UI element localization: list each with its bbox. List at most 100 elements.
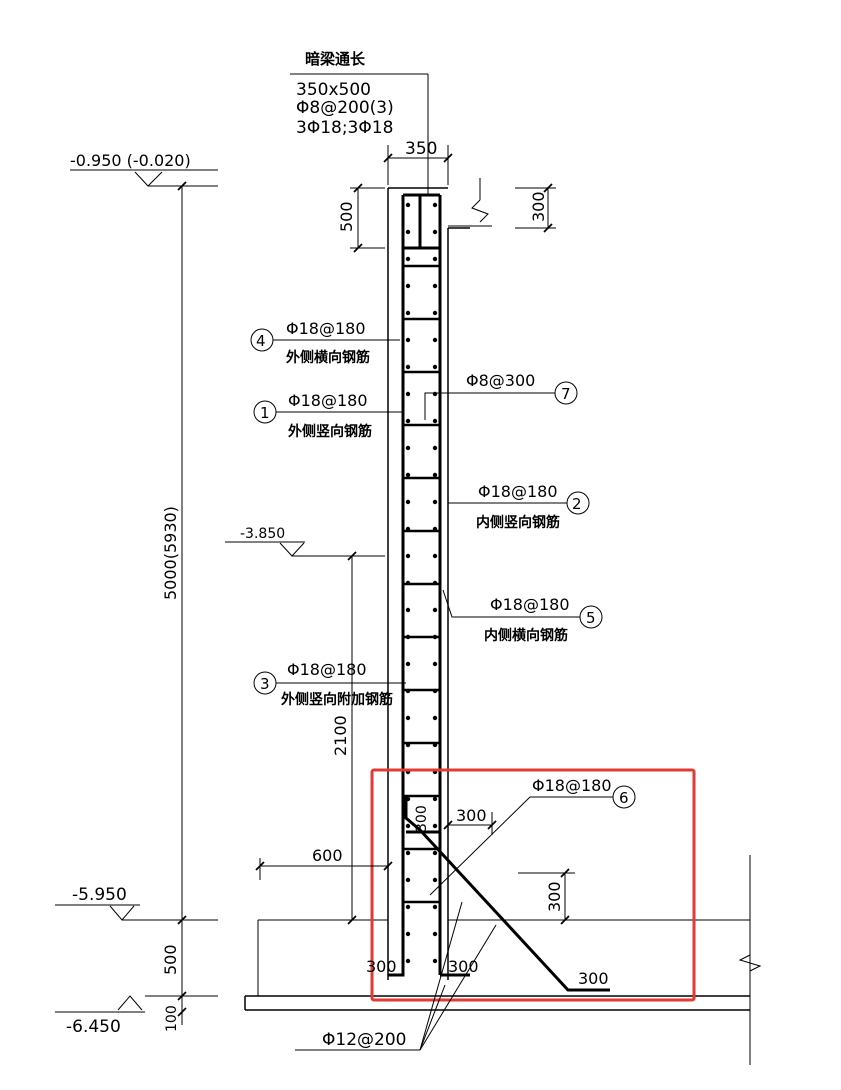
svg-text:300: 300 xyxy=(456,806,487,825)
dim-300-end: 300 xyxy=(578,969,609,988)
rebar-dot xyxy=(405,337,411,343)
rebar-dot xyxy=(405,364,411,370)
rebar-dot xyxy=(405,823,411,829)
svg-text:500: 500 xyxy=(161,944,180,975)
callout-5: 5 Φ18@180 内侧横向钢筋 xyxy=(442,589,603,644)
rebar-dot xyxy=(432,310,438,316)
svg-text:6: 6 xyxy=(619,789,629,807)
rebar-dot xyxy=(405,958,411,964)
callout-6: 6 Φ18@180 xyxy=(429,776,636,896)
svg-text:2: 2 xyxy=(572,495,582,513)
callout-1: 1 Φ18@180 外侧竖向钢筋 xyxy=(253,391,403,440)
rebar-dot xyxy=(405,931,411,937)
rebar-dot xyxy=(432,715,438,721)
svg-text:-6.450: -6.450 xyxy=(66,1017,121,1037)
rebar-dot xyxy=(432,364,438,370)
dim-600: 600 xyxy=(255,846,393,880)
rebar-dot xyxy=(405,202,411,208)
svg-text:内侧横向钢筋: 内侧横向钢筋 xyxy=(484,627,568,644)
rebar-dot xyxy=(405,526,411,532)
rebar-dot xyxy=(432,958,438,964)
rebar-dot xyxy=(432,553,438,559)
rebar-dot xyxy=(432,283,438,289)
dim-300-slab: 300 xyxy=(515,183,556,233)
rebar-dot xyxy=(405,553,411,559)
rebar-dot xyxy=(405,742,411,748)
rebar-dot xyxy=(405,850,411,856)
svg-text:Φ18@180: Φ18@180 xyxy=(288,391,368,410)
rebar-dot xyxy=(405,391,411,397)
foundation-slab xyxy=(244,178,762,1065)
svg-text:5: 5 xyxy=(586,609,596,627)
dim-300-inner: 300 xyxy=(443,806,497,835)
rebar-dot xyxy=(405,472,411,478)
rebar-dot xyxy=(432,796,438,802)
rebar-dot xyxy=(405,661,411,667)
rebar-dot xyxy=(432,823,438,829)
svg-text:Φ18@180: Φ18@180 xyxy=(532,776,612,795)
level-top: -0.950 (-0.020) xyxy=(70,151,218,187)
level-floor: -5.950 xyxy=(55,885,218,921)
svg-text:5000(5930): 5000(5930) xyxy=(161,506,180,600)
rebar-dot xyxy=(405,877,411,883)
beam-annotation: 暗梁通长 350x500 Φ8@200(3) 3Φ18;3Φ18 xyxy=(290,50,429,195)
svg-text:Φ8@300: Φ8@300 xyxy=(466,371,535,390)
rebar-dot xyxy=(432,904,438,910)
rebar-dot xyxy=(432,256,438,262)
svg-text:Φ18@180: Φ18@180 xyxy=(287,660,367,679)
rebar-dot xyxy=(432,472,438,478)
svg-text:外侧竖向钢筋: 外侧竖向钢筋 xyxy=(288,423,372,440)
rebar-dot xyxy=(432,742,438,748)
rebar-dot xyxy=(432,661,438,667)
rebar-dot xyxy=(432,526,438,532)
svg-text:Φ18@180: Φ18@180 xyxy=(490,595,570,614)
hidden-beam-stirrup xyxy=(403,195,440,250)
rebar-dot xyxy=(405,256,411,262)
dim-500-beam: 500 xyxy=(337,183,385,253)
rebar-dot xyxy=(432,634,438,640)
dim-2100: 2100 xyxy=(331,551,357,925)
rebar-dot xyxy=(405,310,411,316)
rebar-dot xyxy=(432,337,438,343)
rebar-dot xyxy=(432,607,438,613)
rebar-dot xyxy=(432,850,438,856)
beam-size: 350x500 xyxy=(296,80,371,100)
callout-3: 3 Φ18@180 外侧竖向附加钢筋 xyxy=(253,660,406,708)
dim-350: 350 xyxy=(383,139,453,185)
svg-text:-0.950 (-0.020): -0.950 (-0.020) xyxy=(70,151,191,170)
rebar-dot xyxy=(405,445,411,451)
callout-slab-rebar: Φ12@200 xyxy=(295,901,497,1051)
rebar-dot xyxy=(405,418,411,424)
rebar-dot xyxy=(405,283,411,289)
rebar-dot xyxy=(405,688,411,694)
rebar-dot xyxy=(405,634,411,640)
rebar-dot xyxy=(432,499,438,505)
svg-text:4: 4 xyxy=(256,332,266,350)
svg-text:600: 600 xyxy=(312,846,343,865)
rebar-dot xyxy=(405,499,411,505)
svg-text:-5.950: -5.950 xyxy=(72,885,127,905)
svg-text:外侧竖向附加钢筋: 外侧竖向附加钢筋 xyxy=(281,691,393,708)
svg-text:1: 1 xyxy=(260,404,270,422)
rebar-dot xyxy=(432,391,438,397)
dim-300-foot-left: 300 xyxy=(366,957,397,976)
svg-text:300: 300 xyxy=(545,881,564,912)
svg-text:500: 500 xyxy=(337,201,356,232)
svg-text:内侧竖向钢筋: 内侧竖向钢筋 xyxy=(476,514,560,531)
rebar-dot xyxy=(432,445,438,451)
rebar-dot xyxy=(405,229,411,235)
rebar-dot xyxy=(432,688,438,694)
level-mid: -3.850 xyxy=(225,526,385,557)
svg-text:300: 300 xyxy=(529,191,548,222)
rebar-dot xyxy=(432,229,438,235)
dim-300-foot-mid: 300 xyxy=(448,957,479,976)
beam-bars: 3Φ18;3Φ18 xyxy=(296,118,393,138)
svg-text:2100: 2100 xyxy=(331,715,350,756)
dim-total-height: 5000(5930) 500 100 xyxy=(161,181,187,1032)
dim-300-right: 300 xyxy=(518,868,575,925)
rebar-dot xyxy=(432,202,438,208)
rebar-dot xyxy=(432,580,438,586)
rebar-dot xyxy=(432,931,438,937)
beam-title: 暗梁通长 xyxy=(305,50,366,68)
